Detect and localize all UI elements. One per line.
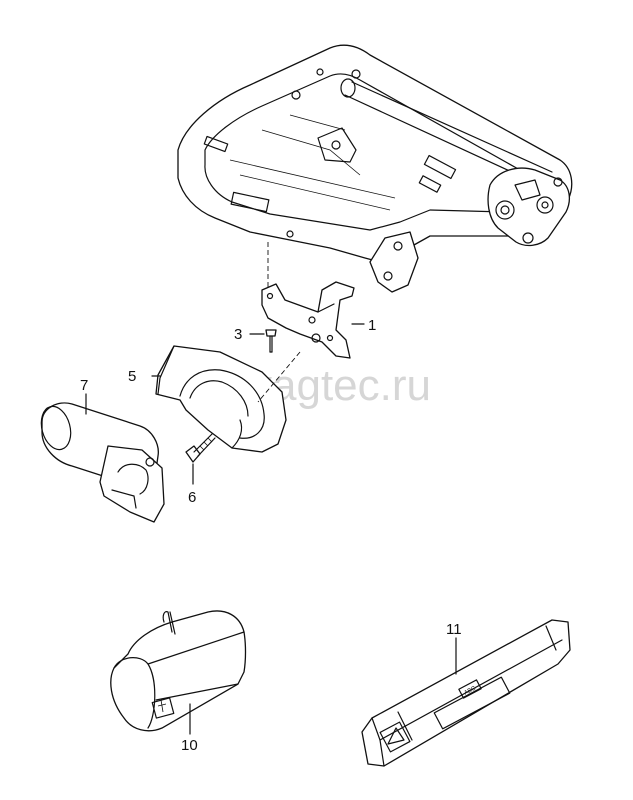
callout-1: 1	[368, 317, 376, 334]
rivet-part-3	[265, 329, 277, 353]
holder-part-5	[155, 333, 321, 453]
callout-10: 10	[181, 737, 198, 754]
first-aid-pouch-part-10	[110, 610, 247, 732]
callout-3: 3	[234, 326, 242, 343]
callout-5: 5	[128, 368, 136, 385]
callout-11: 11	[446, 621, 462, 638]
kit-label: ABC	[463, 685, 477, 696]
callout-6: 6	[188, 489, 196, 506]
seat-frame	[177, 44, 573, 293]
bracket-part-1	[261, 281, 355, 359]
fire-extinguisher-part-7	[40, 402, 165, 523]
warning-triangle-case-part-11: ABC	[361, 619, 571, 767]
bolt-part-6	[185, 433, 216, 463]
callout-7: 7	[80, 377, 88, 394]
holder-leader	[257, 351, 301, 403]
